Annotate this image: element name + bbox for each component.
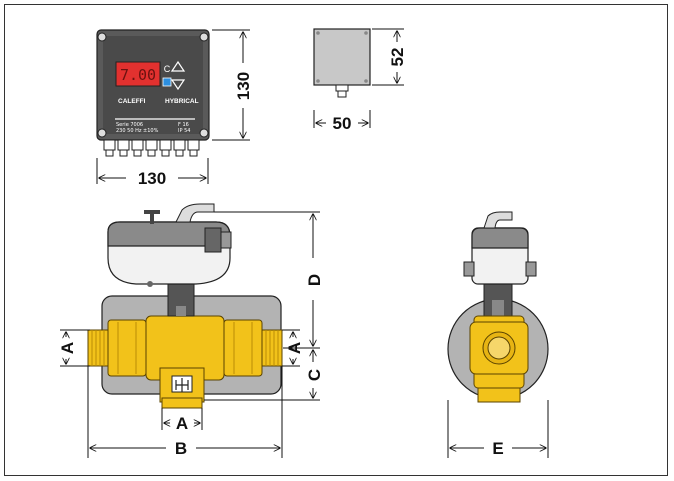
plate-line-1: Serie 7006 (116, 122, 143, 128)
cable-glands (103, 139, 200, 157)
down-arrow-button[interactable] (170, 79, 186, 91)
dim-valve-D: D (305, 274, 324, 286)
plate-line-2: 230 50 Hz ±10% (116, 128, 159, 134)
dim-valve-E: E (492, 439, 503, 458)
plate-ip: IP 54 (178, 128, 190, 134)
junction-box (313, 28, 371, 98)
controller-display (115, 61, 161, 87)
dim-valve-A-left: A (58, 342, 77, 354)
valve-front-view (87, 203, 283, 409)
up-arrow-button[interactable] (170, 60, 186, 72)
plate-code: F 16 (178, 122, 189, 128)
dim-box-height: 52 (388, 48, 407, 67)
dim-valve-A-bottom: A (176, 414, 188, 433)
brand-left: CALEFFI (118, 98, 146, 105)
dim-controller-height: 130 (234, 72, 253, 100)
mode-letter: C (164, 64, 171, 74)
brand-right: HYBRICAL (165, 98, 199, 105)
display-value: 7.00 (120, 66, 156, 84)
valve-side-view (447, 211, 549, 403)
set-button[interactable] (162, 77, 172, 87)
dim-valve-A-right: A (285, 342, 304, 354)
dim-valve-C: C (305, 369, 324, 381)
dim-valve-B: B (175, 439, 187, 458)
dim-box-width: 50 (333, 114, 352, 133)
controller-unit: 7.00 C CALEFFI HYBRICAL Serie 7006 230 5… (96, 29, 210, 157)
dim-controller-width: 130 (138, 169, 166, 188)
